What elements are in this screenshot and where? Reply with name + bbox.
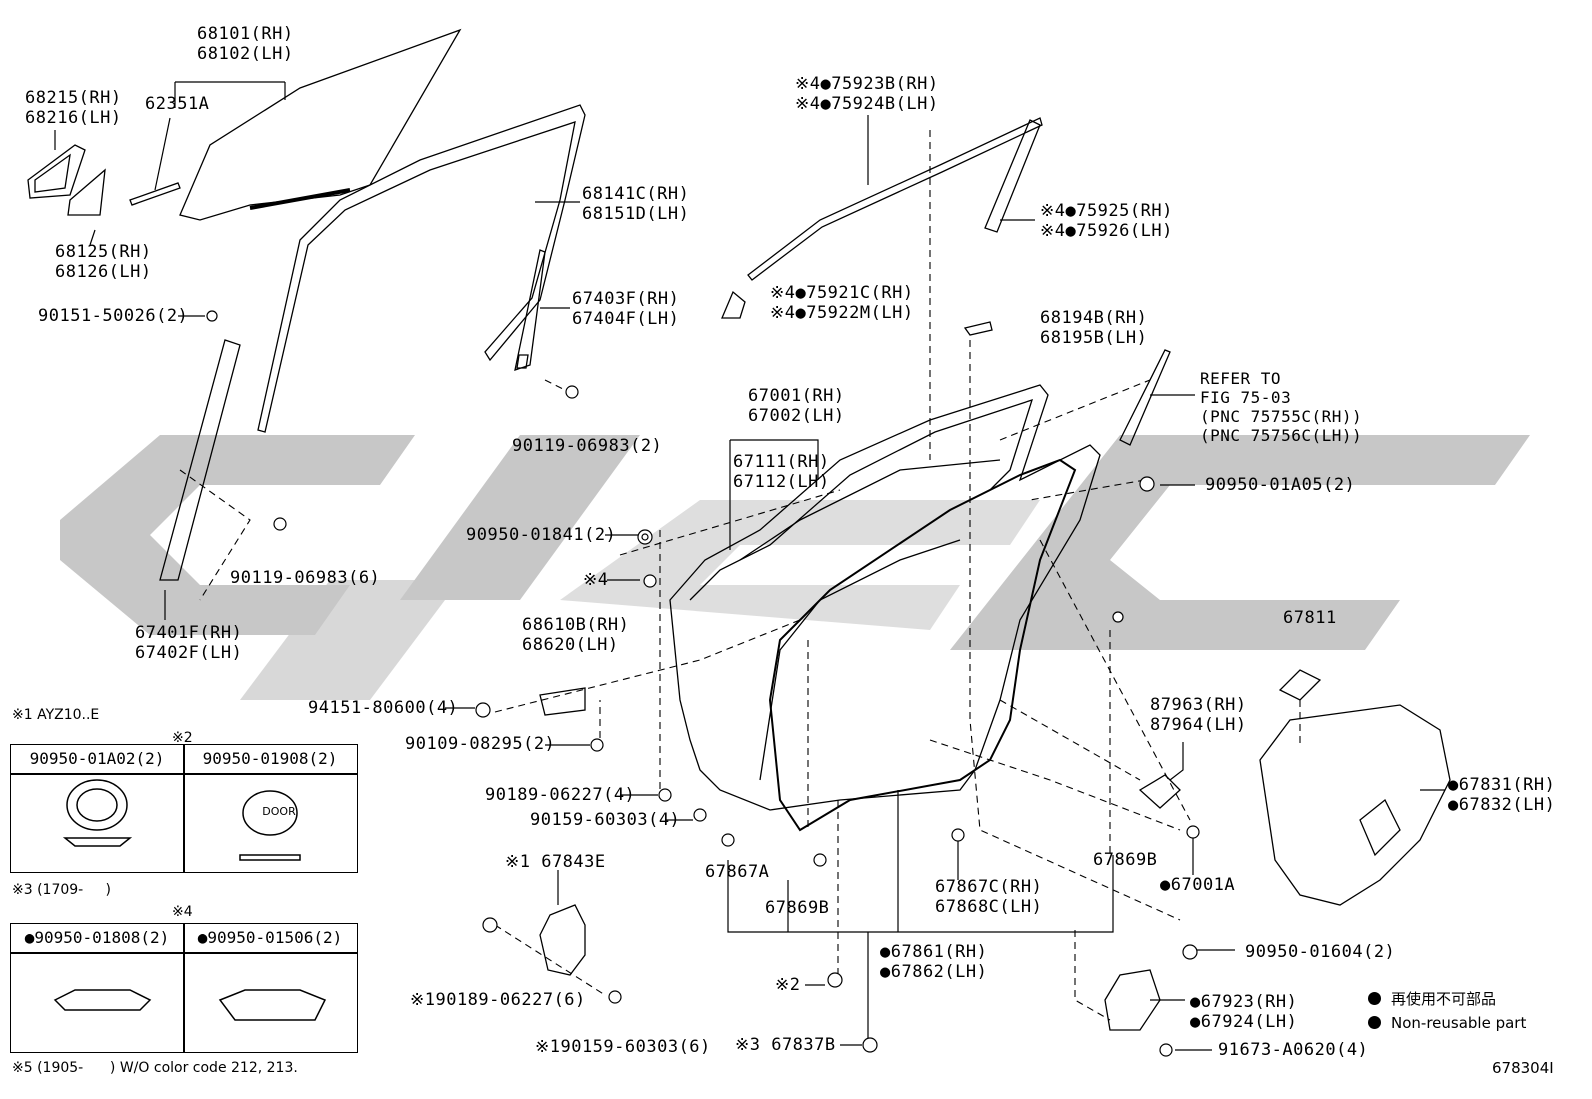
callout-67867c: 67867C(RH)67868C(LH) bbox=[935, 877, 1043, 917]
table-star4: ●90950-01808(2) ●90950-01506(2) bbox=[10, 923, 358, 1053]
figure-id: 678304I bbox=[1492, 1059, 1554, 1077]
callout-90159-b: ※190159-60303(6) bbox=[535, 1037, 711, 1057]
table-star4-right-header: ●90950-01506(2) bbox=[197, 928, 343, 947]
callout-94151: 94151-80600(4) bbox=[308, 698, 459, 718]
note-3: ※3 (1709- ) bbox=[12, 882, 111, 898]
door-plug-text: DOOR bbox=[262, 805, 296, 818]
callout-star4: ※4 bbox=[583, 570, 609, 590]
callout-67811: 67811 bbox=[1283, 608, 1337, 628]
callout-90950-01a05: 90950-01A05(2) bbox=[1205, 475, 1356, 495]
note-5: ※5 (1905- ) W/O color code 212, 213. bbox=[12, 1060, 298, 1076]
callout-90109: 90109-08295(2) bbox=[405, 734, 556, 754]
callout-67843e: ※1 67843E bbox=[505, 852, 606, 872]
table-star2: 90950-01A02(2) 90950-01908(2) DOOR bbox=[10, 744, 358, 873]
callout-90189-a: 90189-06227(4) bbox=[485, 785, 636, 805]
door-panel bbox=[669, 384, 1101, 811]
callout-68141c: 68141C(RH)68151D(LH) bbox=[582, 184, 690, 224]
callout-75925: ※4●75925(RH)※4●75926(LH) bbox=[1040, 201, 1173, 241]
legend-en: Non-reusable part bbox=[1368, 1014, 1526, 1032]
callout-67111: 67111(RH)67112(LH) bbox=[733, 452, 830, 492]
service-hole-cover bbox=[1259, 704, 1451, 906]
callout-67923: ●67923(RH)●67924(LH) bbox=[1190, 992, 1298, 1032]
callout-68125: 68125(RH)68126(LH) bbox=[55, 242, 152, 282]
callout-90159-a: 90159-60303(4) bbox=[530, 810, 681, 830]
callout-68101: 68101(RH)68102(LH) bbox=[197, 24, 294, 64]
callout-90950-01841: 90950-01841(2) bbox=[466, 525, 617, 545]
pillar-garnish bbox=[984, 119, 1041, 233]
callout-90151: 90151-50026(2) bbox=[38, 306, 189, 326]
callout-87963: 87963(RH)87964(LH) bbox=[1150, 695, 1247, 735]
callout-91673: 91673-A0620(4) bbox=[1218, 1040, 1369, 1060]
callout-67401f: 67401F(RH)67402F(LH) bbox=[135, 623, 243, 663]
bullet-icon bbox=[1368, 1016, 1381, 1029]
note-1: ※1 AYZ10..E bbox=[12, 707, 100, 723]
callout-62351a: 62351A bbox=[145, 94, 210, 114]
table-star2-right-header: 90950-01908(2) bbox=[202, 749, 338, 768]
callout-68610b: 68610B(RH)68620(LH) bbox=[522, 615, 630, 655]
table-star2-left-header: 90950-01A02(2) bbox=[29, 749, 165, 768]
note-4: ※4 bbox=[172, 904, 193, 920]
callout-67861: ●67861(RH)●67862(LH) bbox=[880, 942, 988, 982]
bullet-icon bbox=[1368, 992, 1381, 1005]
legend-jp: 再使用不可部品 bbox=[1368, 988, 1496, 1009]
callout-68215: 68215(RH)68216(LH) bbox=[25, 88, 122, 128]
callout-90119-a: 90119-06983(2) bbox=[512, 436, 663, 456]
belt-molding bbox=[747, 117, 1043, 281]
door-weatherstrip bbox=[768, 458, 1077, 832]
callout-75923b: ※4●75923B(RH)※4●75924B(LH) bbox=[795, 74, 939, 114]
callout-68194b: 68194B(RH)68195B(LH) bbox=[1040, 308, 1148, 348]
quarter-glass bbox=[67, 168, 106, 216]
callout-67403f: 67403F(RH)67404F(LH) bbox=[572, 289, 680, 329]
callout-90950-01604: 90950-01604(2) bbox=[1245, 942, 1396, 962]
callout-67001a: ●67001A bbox=[1160, 875, 1236, 895]
door-hinge bbox=[539, 687, 586, 716]
callout-67001: 67001(RH)67002(LH) bbox=[748, 386, 845, 426]
callout-67869b-right: 67869B bbox=[1093, 850, 1158, 870]
callout-67867a: 67867A bbox=[705, 862, 770, 882]
callout-90189-b: ※190189-06227(6) bbox=[410, 990, 586, 1010]
front-channel bbox=[159, 339, 241, 581]
callout-67869b-left: 67869B bbox=[765, 898, 830, 918]
callout-67837b: ※3 67837B bbox=[735, 1035, 836, 1055]
table-star4-left-header: ●90950-01808(2) bbox=[24, 928, 170, 947]
glass-run-strip bbox=[129, 182, 181, 206]
division-bar bbox=[514, 249, 546, 371]
note-2: ※2 bbox=[172, 730, 193, 746]
speaker-cover bbox=[539, 904, 586, 976]
callout-star2: ※2 bbox=[775, 975, 801, 995]
mirror-garnish bbox=[27, 144, 86, 199]
callout-75921c: ※4●75921C(RH)※4●75922M(LH) bbox=[770, 283, 914, 323]
callout-90119-b: 90119-06983(6) bbox=[230, 568, 381, 588]
run-channel bbox=[257, 104, 586, 433]
callout-67831: ●67831(RH)●67832(LH) bbox=[1448, 775, 1556, 815]
